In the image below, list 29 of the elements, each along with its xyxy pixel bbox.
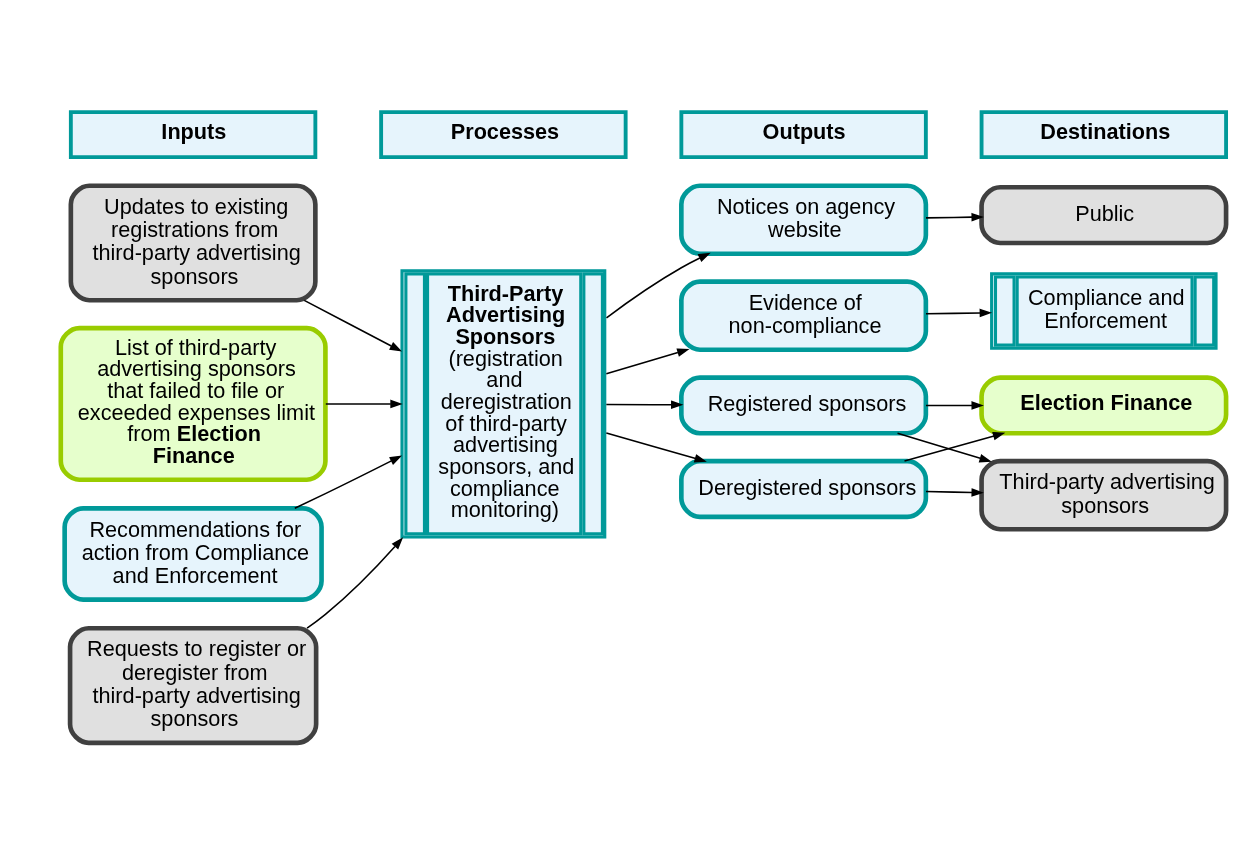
node-box: List of third-party advertising sponsors that failed to file or exceeded expenses limit from Election Finance xyxy=(58,325,328,483)
node-box: Inputs xyxy=(68,110,318,159)
node-box: Deregistered sponsors xyxy=(679,458,929,520)
node-box: Notices on agency website xyxy=(679,183,929,257)
arrow xyxy=(294,455,403,510)
node-box: Public xyxy=(979,184,1229,246)
arrow xyxy=(925,488,984,497)
node-box: Registered sponsors xyxy=(679,375,929,436)
arrow xyxy=(605,432,707,463)
arrow xyxy=(306,537,404,629)
arrow xyxy=(925,308,993,318)
node-box: Third-party advertising sponsors xyxy=(979,458,1229,532)
arrow xyxy=(903,431,1006,462)
arrow xyxy=(303,299,403,352)
arrow xyxy=(605,348,690,375)
node-box: Destinations xyxy=(979,110,1228,159)
node-box: Evidence of non-compliance xyxy=(679,279,929,353)
arrow xyxy=(605,252,711,319)
node-box: Election Finance xyxy=(979,375,1229,436)
node-box: Recommendations for action from Compliance and Enforcement xyxy=(62,506,324,602)
arrow xyxy=(925,401,984,410)
node-box: Requests to register or deregister from third-party advertising sponsors xyxy=(67,625,319,746)
arrow xyxy=(325,399,403,409)
node-box: Outputs xyxy=(679,110,928,159)
node-box: Processes xyxy=(379,110,628,159)
arrow xyxy=(925,212,984,222)
arrow xyxy=(896,432,992,463)
node-box: Updates to existing registrations from third-party advertising sponsors xyxy=(68,183,318,303)
arrow xyxy=(605,400,684,410)
